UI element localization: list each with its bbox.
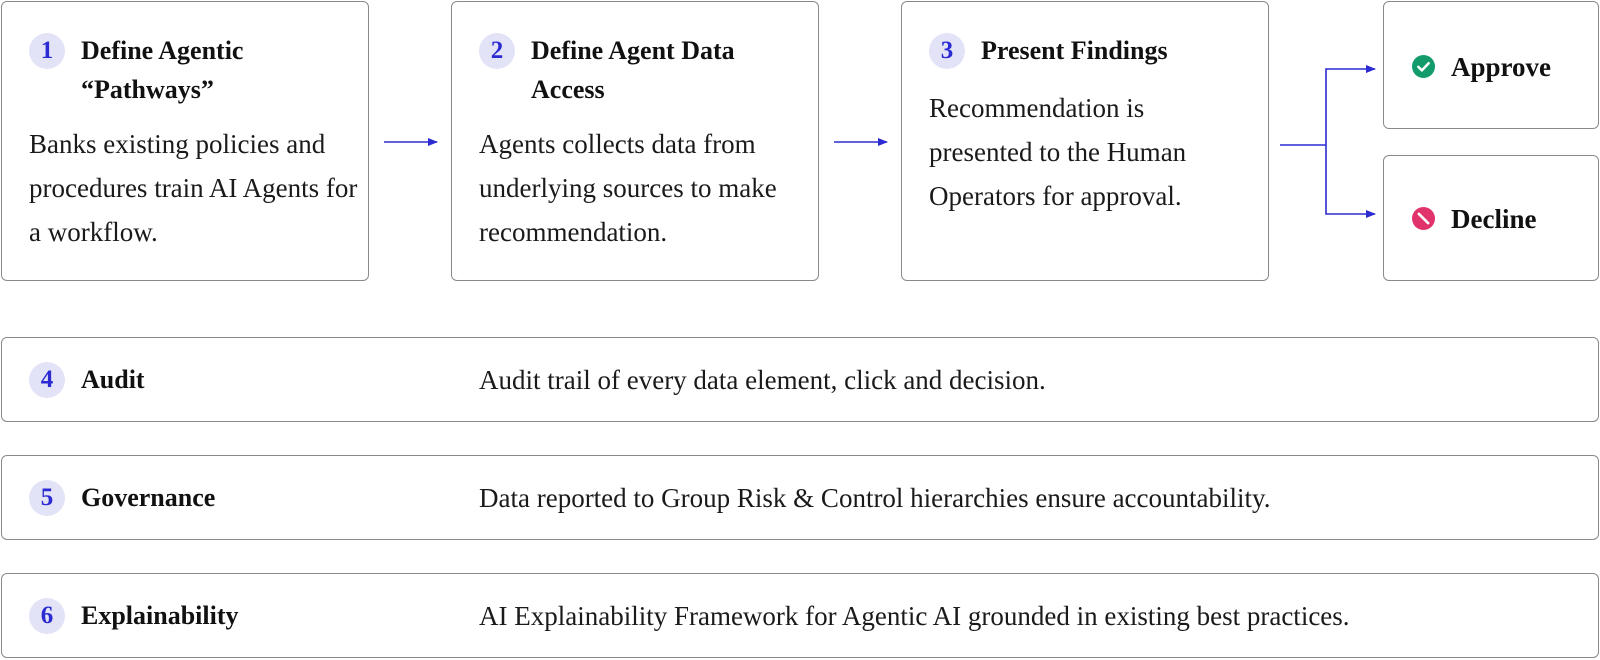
row-title: Explainability — [81, 601, 239, 630]
step-title: Present Findings — [981, 36, 1168, 65]
row-number-badge: 4 — [29, 362, 65, 398]
step-description: Banks existing policies and procedures t… — [29, 129, 358, 247]
step-number-badge: 2 — [479, 33, 515, 69]
row-description: Data reported to Group Risk & Control hi… — [479, 483, 1271, 513]
step-title-line: Define Agentic — [81, 36, 244, 65]
step-title: Define Agentic “Pathways” — [81, 31, 243, 109]
row-number-badge: 6 — [29, 598, 65, 634]
approve-label: Approve — [1451, 52, 1552, 82]
row-audit: 4 Audit Audit trail of every data elemen… — [1, 337, 1599, 422]
arrow-to-decline — [1325, 145, 1376, 218]
step-card-2: 2 Define Agent Data Access Agents collec… — [451, 1, 819, 281]
step-title: Define Agent Data Access — [531, 31, 735, 109]
row-title: Governance — [81, 483, 216, 512]
row-explainability: 6 Explainability AI Explainability Frame… — [1, 573, 1599, 658]
step-number-badge: 3 — [929, 33, 965, 69]
step-description: Agents collects data from underlying sou… — [479, 129, 777, 247]
approve-outcome: Approve — [1383, 1, 1599, 129]
decline-outcome: Decline — [1383, 155, 1599, 281]
decline-label: Decline — [1451, 204, 1537, 234]
step-title-line: Define Agent Data — [531, 36, 735, 65]
row-number-badge: 5 — [29, 480, 65, 516]
step-card-1: 1 Define Agentic “Pathways” Banks existi… — [1, 1, 369, 281]
check-circle-icon — [1412, 55, 1435, 78]
step-card-3: 3 Present Findings Recommendation is pre… — [901, 1, 1269, 281]
step-title-line: Access — [531, 75, 605, 104]
row-governance: 5 Governance Data reported to Group Risk… — [1, 455, 1599, 540]
row-description: Audit trail of every data element, click… — [479, 365, 1046, 395]
row-title: Audit — [81, 365, 145, 394]
step-title-line: “Pathways” — [81, 75, 214, 104]
prohibited-icon — [1412, 207, 1435, 230]
row-description: AI Explainability Framework for Agentic … — [479, 601, 1350, 631]
arrow-to-approve — [1325, 65, 1376, 145]
step-number-badge: 1 — [29, 33, 65, 69]
step-description: Recommendation is presented to the Human… — [929, 93, 1187, 211]
